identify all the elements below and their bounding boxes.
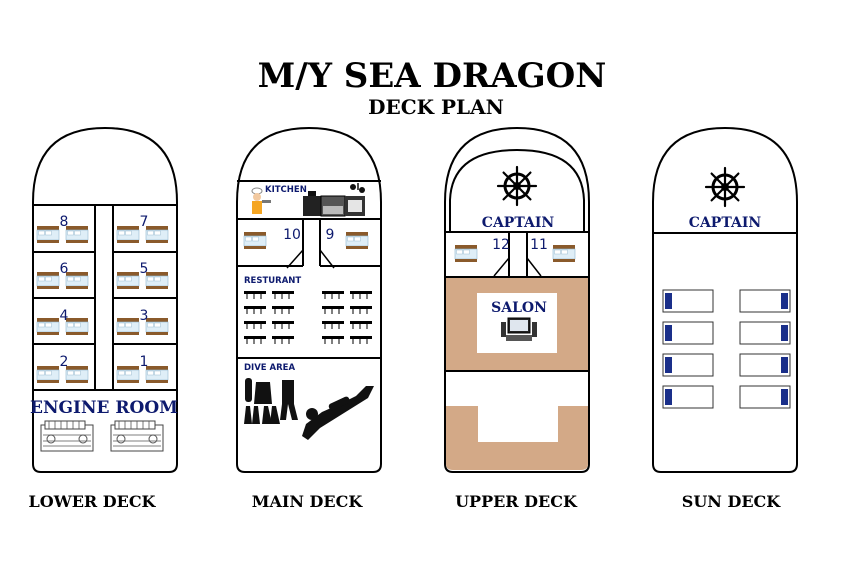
tv-icon: [501, 317, 537, 341]
main-deck-label: MAIN DECK: [252, 492, 364, 511]
lower-deck: 8 7 6 5 4 3 2 1 ENGINE ROOM: [30, 126, 178, 473]
scuba-diver-icon: [302, 386, 374, 440]
helm-wheel-icon: [496, 165, 538, 207]
plan-subtitle: DECK PLAN: [368, 95, 504, 119]
cabin-8-number: 8: [60, 214, 69, 230]
cabin-3-number: 3: [140, 308, 149, 324]
engine-icon: [40, 420, 94, 452]
chef-icon: [251, 187, 271, 214]
sun-deck: CAPTAIN: [652, 126, 798, 473]
cabin-11-number: 11: [530, 237, 548, 253]
upper-deck: CAPTAIN 12 11 SALON: [444, 126, 590, 473]
upper-captain-label: CAPTAIN: [482, 215, 555, 231]
plan-title: M/Y SEA DRAGON: [258, 56, 607, 96]
engine-icon: [110, 420, 164, 452]
lower-deck-hull: [32, 126, 178, 473]
sun-captain-label: CAPTAIN: [689, 215, 762, 231]
cabin-6-number: 6: [60, 261, 69, 277]
main-deck: KITCHEN 10 9 RESTURANT: [236, 126, 382, 473]
cabin-7-number: 7: [140, 214, 149, 230]
cabin-5-number: 5: [140, 261, 149, 277]
kitchen-label: KITCHEN: [265, 185, 307, 195]
aft-deck-floor: [446, 406, 588, 470]
cabin-9-number: 9: [326, 227, 335, 243]
engine-room-label: ENGINE ROOM: [30, 398, 178, 418]
sun-deck-label: SUN DECK: [682, 492, 782, 511]
upper-deck-label: UPPER DECK: [455, 492, 578, 511]
cabin-1-number: 1: [140, 354, 149, 370]
dive-area-label: DIVE AREA: [244, 363, 295, 373]
cabin-10-number: 10: [283, 227, 301, 243]
kitchen-appliances-icon: [303, 183, 365, 217]
cabin-2-number: 2: [60, 354, 69, 370]
cabin-12-number: 12: [492, 237, 510, 253]
lower-deck-label: LOWER DECK: [29, 492, 157, 511]
salon-label: SALON: [491, 300, 547, 316]
helm-wheel-icon: [704, 166, 746, 208]
cabin-4-number: 4: [60, 308, 69, 324]
dive-gear-icon: [244, 378, 298, 424]
restaurant-label: RESTURANT: [244, 276, 301, 286]
